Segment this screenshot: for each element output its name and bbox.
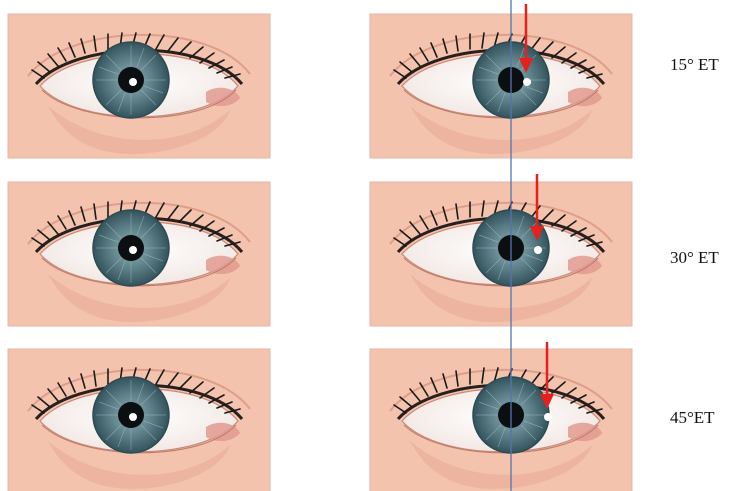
light-reflex bbox=[129, 78, 137, 86]
light-reflex bbox=[544, 413, 552, 421]
eye-icon bbox=[93, 210, 169, 286]
eye-panel-left-3 bbox=[8, 349, 270, 491]
row-label-2: 30° ET bbox=[670, 248, 719, 268]
eye-icon bbox=[93, 42, 169, 118]
light-reflex bbox=[129, 413, 137, 421]
light-reflex bbox=[523, 78, 531, 86]
eye-icon bbox=[93, 377, 169, 453]
row-label-3: 45°ET bbox=[670, 408, 715, 428]
row-label-1: 15° ET bbox=[670, 55, 719, 75]
eye-panel-right-3 bbox=[370, 349, 632, 491]
eye-panel-left-2 bbox=[8, 182, 270, 326]
eye-panel-right-1 bbox=[370, 14, 632, 158]
light-reflex bbox=[129, 246, 137, 254]
light-reflex bbox=[534, 246, 542, 254]
eye-panel-right-2 bbox=[370, 182, 632, 326]
eye-panel-left-1 bbox=[8, 14, 270, 158]
